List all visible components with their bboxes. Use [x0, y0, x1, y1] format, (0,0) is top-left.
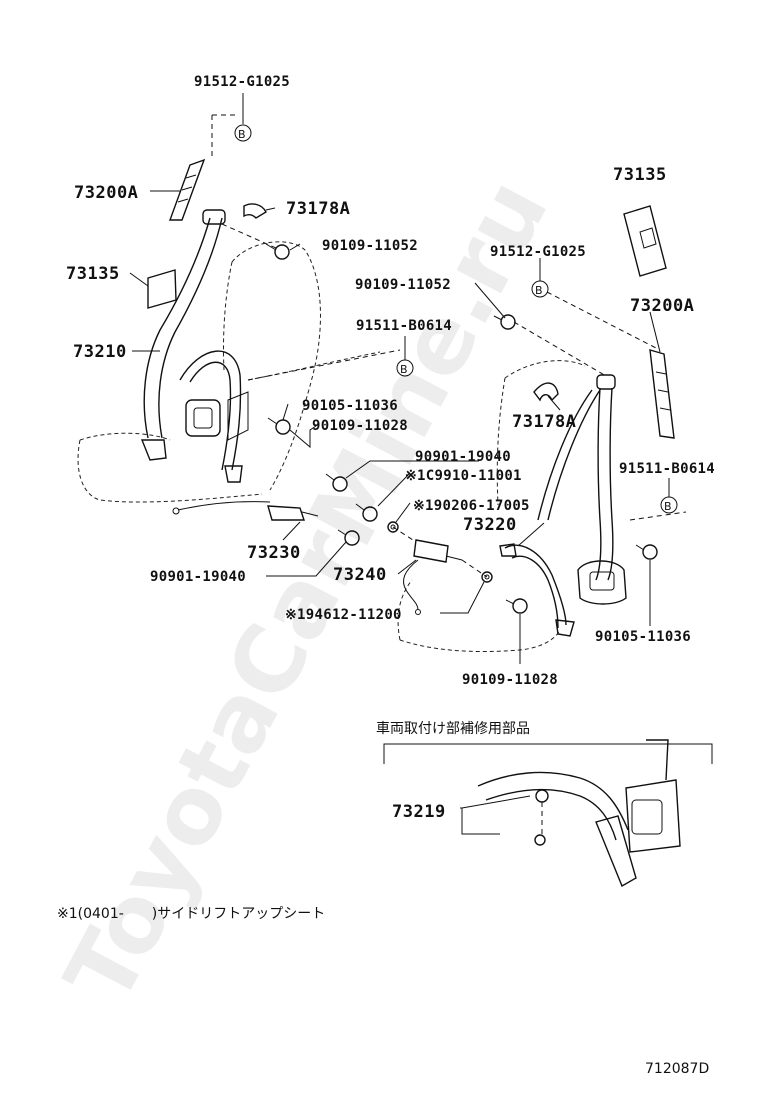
label-194612: ※194612-11200 — [285, 607, 402, 623]
retractor-left — [185, 399, 221, 437]
label-1c9910: ※1C9910-11001 — [405, 468, 522, 484]
label-90109-11028-bottom: 90109-11028 — [462, 672, 558, 688]
label-73178a-left: 73178A — [286, 199, 350, 219]
label-73230: 73230 — [247, 543, 301, 563]
label-91512-right: 91512-G1025 — [490, 244, 586, 260]
repair-parts-inset: 車両取付け部補修用部品 73219 — [376, 720, 713, 888]
label-90901-19040-left: 90901-19040 — [150, 569, 246, 585]
label-90109-11028-left: 90109-11028 — [312, 418, 408, 434]
cover-clip-right — [533, 382, 559, 402]
label-91511-right: 91511-B0614 — [619, 461, 715, 477]
label-90901-19040-right: 90901-19040 — [415, 449, 511, 465]
label-73220: 73220 — [463, 515, 517, 535]
svg-text:B: B — [535, 284, 543, 297]
label-73178a-right: 73178A — [512, 412, 576, 432]
label-73210: 73210 — [73, 342, 127, 362]
right-cover — [623, 205, 667, 277]
label-73135-right: 73135 — [613, 165, 667, 185]
label-73200a-left: 73200A — [74, 183, 138, 203]
label-73200a-right: 73200A — [630, 296, 694, 316]
b-marker-right: B — [660, 496, 678, 514]
footnote: ※1(0401- )サイドリフトアップシート — [57, 906, 325, 922]
cover-clip-left — [243, 203, 267, 219]
dashed-lines — [211, 114, 687, 578]
lower-anchor-left — [140, 439, 167, 461]
b-marker-top: B — [234, 124, 252, 142]
label-73240: 73240 — [333, 565, 387, 585]
watermark: ToyotaCarMine.ru — [45, 162, 569, 1020]
label-90109-11052-left: 90109-11052 — [322, 238, 418, 254]
fasteners — [265, 243, 658, 614]
right-height-adjuster — [649, 349, 675, 439]
label-90105-11036-left: 90105-11036 — [302, 398, 398, 414]
svg-text:B: B — [238, 128, 246, 141]
svg-text:B: B — [400, 363, 408, 376]
retractor-right — [577, 560, 627, 605]
label-190206: ※190206-17005 — [413, 498, 530, 514]
label-91512-top: 91512-G1025 — [194, 74, 290, 90]
upper-anchor — [202, 209, 226, 225]
inset-title: 車両取付け部補修用部品 — [376, 720, 530, 737]
left-belt-assembly — [140, 209, 249, 483]
buckle-left — [172, 501, 319, 521]
label-73135-left: 73135 — [66, 264, 120, 284]
label-90105-11036-right: 90105-11036 — [595, 629, 691, 645]
label-90109-11052-right: 90109-11052 — [355, 277, 451, 293]
part-labels: 91512-G1025 73200A 73178A 90109-11052 73… — [66, 74, 715, 688]
label-91511-left: 91511-B0614 — [356, 318, 452, 334]
buckle-right — [403, 539, 463, 615]
left-height-adjuster — [169, 158, 206, 221]
right-belt-assembly — [499, 374, 627, 637]
b-marker-right-top: B — [531, 280, 549, 298]
right-seat-outline — [397, 360, 586, 653]
leader-lines — [129, 93, 670, 664]
label-73219: 73219 — [392, 802, 446, 822]
diagram-code: 712087D — [645, 1061, 709, 1077]
left-cover — [147, 269, 177, 309]
left-seat-outline — [77, 241, 381, 503]
svg-text:B: B — [664, 500, 672, 513]
